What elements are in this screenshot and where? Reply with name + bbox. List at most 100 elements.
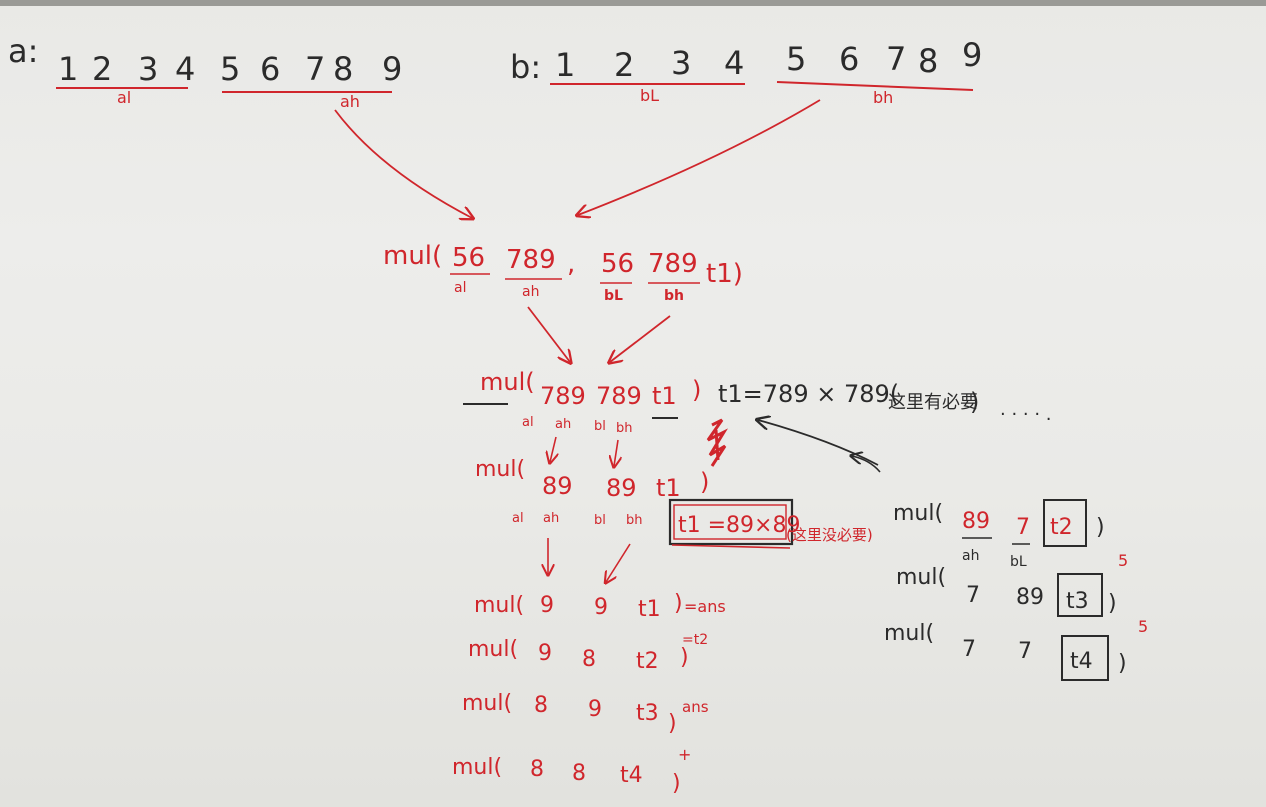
label-ah: ah — [340, 92, 360, 111]
l3-box-underline — [671, 544, 791, 549]
l3-note-box — [668, 498, 794, 546]
b4-t: t4 — [620, 763, 643, 788]
a-digit: 4 — [175, 50, 195, 88]
a-digit: 1 — [58, 50, 78, 88]
l3-label-ah: ah — [543, 511, 559, 526]
l2-t: t1 — [652, 382, 677, 410]
l2-label-bl: bl — [594, 419, 606, 434]
b4-tail: + — [678, 745, 691, 764]
l2-note-cjk: 这里有必要 — [888, 392, 978, 413]
level3-call: mul( 89 89 t1 ) al ah bl bh — [475, 457, 709, 528]
b1-close: ) — [674, 591, 683, 616]
r1-close: ) — [1096, 515, 1105, 540]
r2-close: ) — [1108, 591, 1117, 616]
r3-t-box — [1061, 635, 1109, 681]
level2-note: t1=789 × 789( 这里有必要 ) · · · · . — [718, 380, 1052, 425]
l3-box-cjk: (这里没必要) — [786, 526, 873, 544]
a-digit: 7 — [305, 50, 325, 88]
l3-mul: mul( — [475, 457, 525, 482]
l1-sep-1: , — [567, 249, 575, 279]
r2-a: 7 — [966, 583, 980, 608]
l3-close: ) — [700, 468, 709, 496]
b2-tail: =t2 — [682, 632, 708, 648]
board-top-edge — [0, 0, 1266, 6]
arrow-l2-b — [614, 439, 618, 466]
b4-b: 8 — [572, 761, 586, 786]
arrow-l2-a — [550, 436, 556, 462]
b-digit: 3 — [671, 44, 691, 82]
l3-label-bl: bl — [594, 513, 606, 528]
l2-note: t1=789 × 789( — [718, 380, 899, 408]
l3-a: 89 — [542, 472, 573, 500]
b-digit: 1 — [555, 46, 575, 84]
arrow-l3-b — [606, 543, 631, 582]
l3-note-box-inner — [673, 504, 787, 540]
label-b: b: — [510, 48, 541, 86]
r1-t-box — [1043, 499, 1087, 547]
l1-tail: t1) — [706, 259, 743, 289]
r2-mul: mul( — [896, 565, 946, 590]
b1-mul: mul( — [474, 593, 524, 618]
l3-label-al: al — [512, 511, 524, 526]
b1-tail: =ans — [684, 597, 726, 616]
r1-a-sub: ah — [962, 548, 979, 564]
right-column: mul( 89 7 t2 ) ah bL 5 mul( 7 89 t3 ) 5 … — [884, 501, 1148, 676]
b-digit: 8 — [918, 42, 938, 80]
b3-b: 9 — [588, 697, 602, 722]
a-digit: 8 — [333, 50, 353, 88]
l2-b: 789 — [596, 382, 642, 410]
label-bh: bh — [873, 88, 893, 107]
l3-box-text: t1 =89×89 — [678, 513, 800, 538]
l1-label-al: al — [454, 280, 466, 296]
r1-side: 5 — [1118, 551, 1128, 570]
arrow-black-small — [852, 456, 881, 473]
a-digit: 2 — [92, 50, 112, 88]
l2-label-ah: ah — [555, 417, 571, 432]
b1-t: t1 — [638, 597, 661, 622]
a-digit: 6 — [260, 50, 280, 88]
l2-close: ) — [692, 376, 701, 404]
b-digit: 2 — [614, 46, 634, 84]
r1-a: 89 — [962, 509, 990, 534]
b3-mul: mul( — [462, 691, 512, 716]
b-digit: 5 — [786, 40, 806, 78]
l1-label-bl: bL — [604, 288, 623, 304]
b2-t: t2 — [636, 649, 659, 674]
r3-mul: mul( — [884, 621, 934, 646]
label-bl: bL — [640, 86, 659, 105]
b2-a: 9 — [538, 641, 552, 666]
r3-b: 7 — [1018, 639, 1032, 664]
b-digit: 4 — [724, 44, 744, 82]
b4-a: 8 — [530, 757, 544, 782]
label-al: al — [117, 88, 131, 107]
b2-mul: mul( — [468, 637, 518, 662]
r2-b: 89 — [1016, 585, 1044, 610]
r3-a: 7 — [962, 637, 976, 662]
b4-close: ) — [672, 771, 681, 796]
arrow-bh-down — [578, 99, 821, 215]
l2-mul: mul( — [480, 368, 535, 396]
r1-mul: mul( — [893, 501, 943, 526]
l1-al-digits: 56 — [452, 243, 485, 273]
a-digit: 3 — [138, 50, 158, 88]
b-digit: 7 — [886, 40, 906, 78]
l2-note-tail: ) — [970, 388, 979, 416]
b3-t: t3 — [636, 701, 659, 726]
r1-t: t2 — [1050, 515, 1073, 540]
arrow-l1-bh — [610, 315, 671, 362]
l3-b: 89 — [606, 474, 637, 502]
b2-b: 8 — [582, 647, 596, 672]
l3-label-bh: bh — [626, 513, 643, 528]
l1-ah-digits: 789 — [506, 245, 556, 275]
red-scribble — [706, 418, 728, 467]
l1-bh-digits: 789 — [648, 249, 698, 279]
r3-close: ) — [1118, 651, 1127, 676]
r2-side: 5 — [1138, 617, 1148, 636]
r2-t-box — [1057, 573, 1103, 617]
bottom-list: mul( 9 9 t1 ) =ans mul( 9 8 t2 ) =t2 mul… — [452, 591, 726, 796]
l2-dots: · · · · . — [1000, 404, 1052, 425]
number-a: a: 1 2 3 4 5 6 7 8 9 — [8, 32, 402, 88]
b3-close: ) — [668, 711, 677, 736]
b3-a: 8 — [534, 693, 548, 718]
